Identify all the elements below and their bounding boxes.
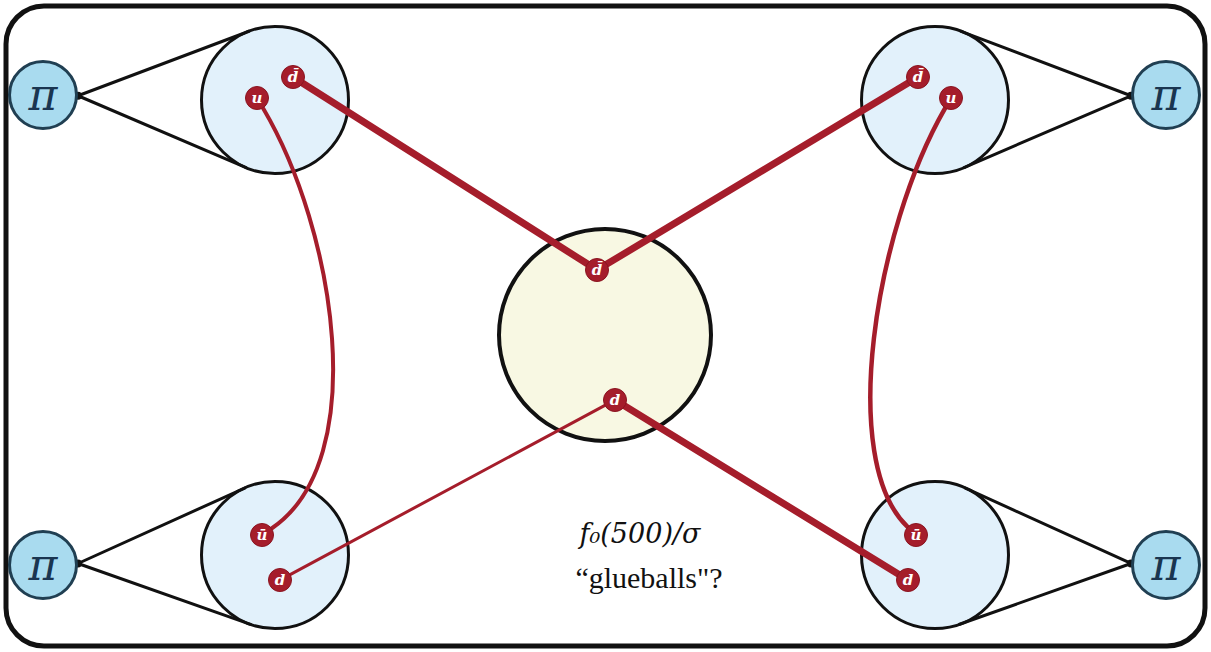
vertex-dot: [74, 559, 82, 567]
quark-circle: [940, 87, 963, 110]
center-circle: [499, 229, 711, 441]
quark-dot: d: [896, 568, 920, 592]
quark-dot: d: [268, 568, 292, 592]
heading-holder: f₀(500)/σ: [580, 518, 701, 549]
resonance-note: “glueballs"?: [575, 561, 722, 595]
quark-line: [607, 83, 907, 264]
vertex-dot: [1127, 559, 1135, 567]
quark-label: ū: [257, 528, 268, 543]
quark-line: [870, 108, 945, 526]
quark-label: d: [275, 573, 286, 588]
quark-circle: [905, 524, 928, 547]
pion-circle: π: [8, 60, 78, 130]
resonance-name: f₀(500)/σ: [580, 518, 701, 549]
quark-circle: [246, 87, 269, 110]
vertex-dot: [74, 92, 82, 100]
quark-dot: ū: [904, 523, 928, 547]
quark-dot: d̄: [281, 65, 305, 89]
decay-wedge: [961, 31, 1131, 167]
quark-dot: d̄: [906, 65, 930, 89]
pion-circle: π: [8, 530, 78, 600]
quark-circle: [897, 569, 920, 592]
pion-symbol: π: [1152, 73, 1181, 117]
quark-line: [303, 83, 587, 263]
meson-outline: [860, 480, 1010, 630]
quark-label: u: [252, 91, 263, 106]
quark-label: d: [610, 393, 621, 408]
quark-circle: [604, 389, 627, 412]
quark-label: d̄: [913, 70, 924, 85]
quark-circle: [907, 66, 930, 89]
quark-line: [291, 406, 605, 575]
pion-circle: [1133, 532, 1200, 599]
pion-symbol: π: [29, 73, 58, 117]
quark-circle: [282, 66, 305, 89]
quark-dot: u: [939, 86, 963, 110]
pion-circle: π: [1131, 60, 1201, 130]
vertex-dot: [1127, 92, 1135, 100]
center-outline: [497, 227, 713, 443]
quark-label: u: [946, 91, 957, 106]
pion-circle: [10, 62, 77, 129]
quark-dot: d: [603, 388, 627, 412]
pion-circle: π: [1131, 530, 1201, 600]
quark-circle: [586, 259, 609, 282]
pion-circle: [1133, 62, 1200, 129]
frame-border: [6, 6, 1205, 646]
quark-label: d̄: [592, 263, 603, 278]
decay-wedge: [78, 488, 251, 624]
heading-holder: “glueballs"?: [575, 561, 722, 595]
meson-circle: ūd: [860, 480, 1010, 630]
decay-wedge: [78, 31, 249, 167]
quark-label: ū: [911, 528, 922, 543]
quark-circle: [269, 569, 292, 592]
pion-circle: [10, 532, 77, 599]
meson-circle: [862, 482, 1009, 629]
glueball-circle: f₀(500)/σ“glueballs"?d̄d: [497, 227, 713, 443]
quark-label: d̄: [288, 70, 299, 85]
pion-symbol: π: [1152, 543, 1181, 587]
quark-dot: d̄: [585, 258, 609, 282]
quark-dot: ū: [250, 523, 274, 547]
quark-line: [625, 406, 898, 573]
decay-wedge: [960, 488, 1131, 624]
quark-label: d: [903, 573, 914, 588]
quark-dot: u: [245, 86, 269, 110]
quark-circle: [251, 524, 274, 547]
quark-line: [263, 108, 333, 528]
pion-symbol: π: [29, 543, 58, 587]
